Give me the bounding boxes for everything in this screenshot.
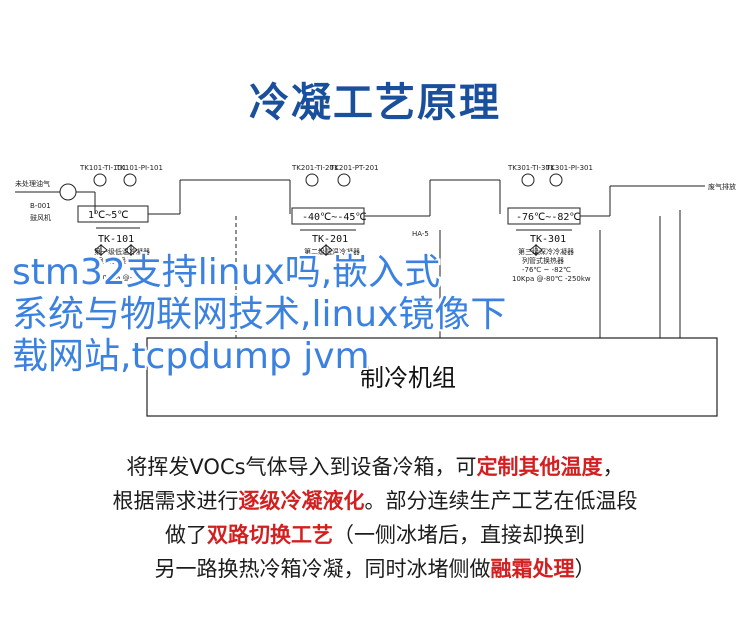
stage3-tank: TK-301 [530,234,566,245]
stage1-tank: TK-101 [98,234,134,245]
caption-text: ） [574,557,596,581]
page-title: 冷凝工艺原理 [249,80,501,126]
watermark-overlay: stm32支持linux吗,嵌入式 系统与物联网技术,linux镜像下 载网站,… [12,252,622,378]
caption-highlight: 双路切换工艺 [207,523,333,547]
refrigeration-unit-label: 制冷机组 [360,364,456,392]
watermark-line-1: stm32支持linux吗,嵌入式 [12,252,441,293]
caption-highlight: 逐级冷凝液化 [238,489,365,513]
stage3-instr: TK301-TI-301 [507,164,554,172]
caption-line-3: 做了双路切换工艺（一侧冰堵后，直接却换到 [0,518,750,552]
stage1-instr: TK101-TI-101 [79,164,126,172]
stage3-note3: -76℃ ~ -82℃ [522,266,571,274]
stage3-temp: -76℃~-82℃ [516,212,581,223]
stage2-temp: -40℃~-45℃ [302,212,367,223]
caption-text: ， [602,455,624,479]
caption-line-4: 另一路换热冷箱冷凝，同时冰堵侧做融霜处理） [0,552,750,586]
outlet-label: 废气排放 [708,182,736,191]
stage2-tank: TK-201 [312,234,348,245]
stage3-instr2: TK301-PI-301 [545,164,593,172]
caption-text: 做了 [165,523,207,547]
caption-text: 。部分连续生产工艺在低温段 [364,489,638,513]
stage3-note4: 10Kpa @-80℃ -250kw [512,275,591,283]
refrigeration-unit-box [146,337,718,417]
inlet-label: 未处理油气 [15,179,50,188]
stage1-pressure: 10Kpa @- [98,274,132,282]
stage3-note2: 列管式换热器 [522,256,564,265]
watermark-line-2: 系统与物联网技术,linux镜像下 [12,294,507,335]
stage1-instr2: TK101-PI-101 [115,164,163,172]
caption-highlight: 融霜处理 [490,557,575,581]
stage2-instr: TK201-TI-201 [291,164,338,172]
condensation-schematic: 未处理油气 废气排放 B-001 鼓风机 TK101-TI-101 TK101-… [15,164,736,417]
stage1-temp: 1℃~5℃ [88,210,129,221]
fan-tag: B-001 [30,202,51,210]
watermark-line-3: 载网站,tcpdump jvm [12,336,370,377]
caption-text: （一侧冰堵后，直接却换到 [333,523,585,547]
stage1-note2: 列管式换热器 [98,256,140,265]
caption-text: 将挥发VOCs气体导入到设备冷箱，可 [126,455,477,479]
caption: 将挥发VOCs气体导入到设备冷箱，可定制其他温度， 根据需求进行逐级冷凝液化。部… [0,450,750,586]
caption-text: 根据需求进行 [112,489,239,513]
stage2-note1: 第二级低温冷凝器 [304,247,360,256]
fan-label: 鼓风机 [30,213,51,222]
stage2-instr2: TK201-PT-201 [329,164,379,172]
ha-tag: HA-5 [412,230,429,238]
caption-line-2: 根据需求进行逐级冷凝液化。部分连续生产工艺在低温段 [0,484,750,518]
stage3-note1: 第三级深冷冷凝器 [518,247,574,256]
fan-icon [59,183,77,201]
caption-text: 另一路换热冷箱冷凝，同时冰堵侧做 [154,557,491,581]
caption-highlight: 定制其他温度 [476,455,603,479]
caption-line-1: 将挥发VOCs气体导入到设备冷箱，可定制其他温度， [0,450,750,484]
stage1-note1: 第一级低温冷凝器 [94,247,150,256]
